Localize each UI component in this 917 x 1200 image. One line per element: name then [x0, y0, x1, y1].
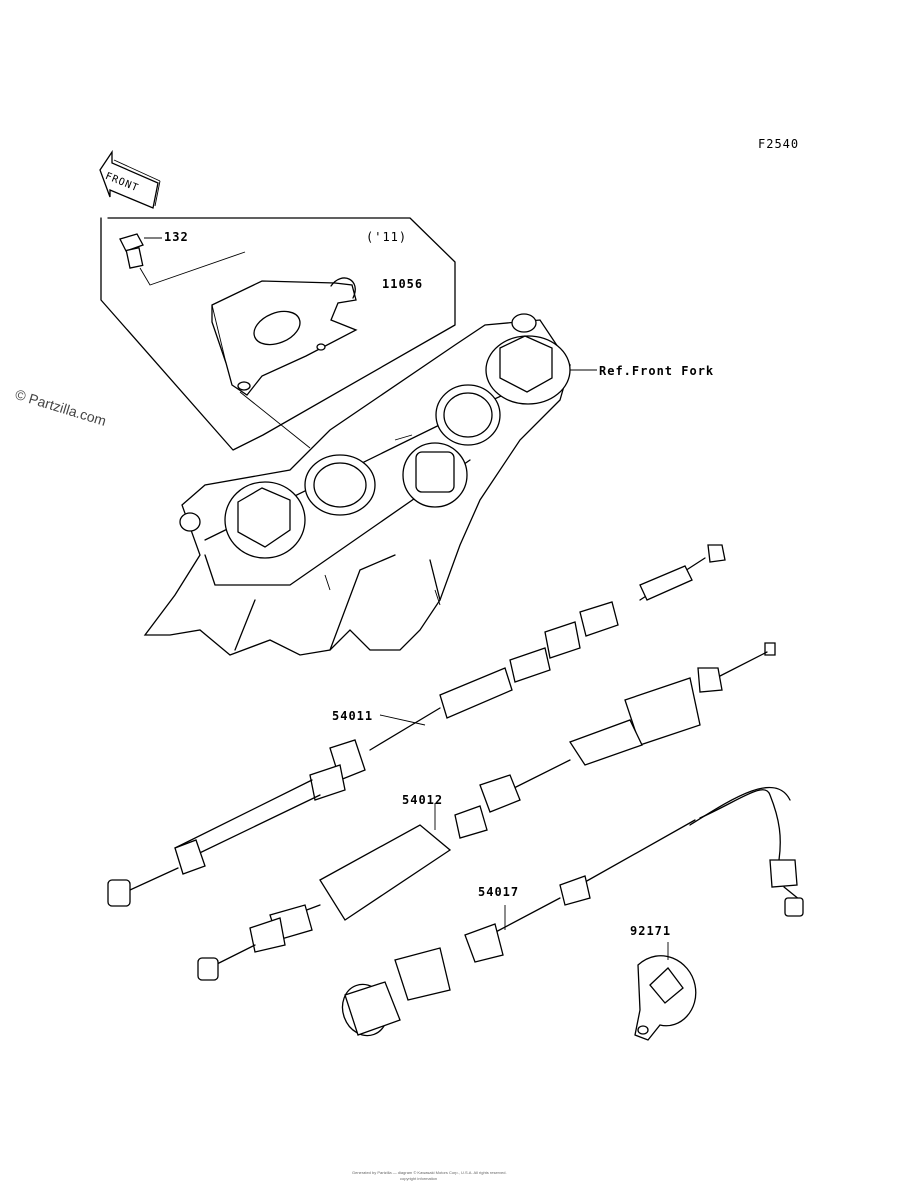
callout-54017: 54017	[478, 885, 520, 899]
front-arrow-icon	[99, 149, 161, 209]
year-note: ('11)	[366, 230, 408, 244]
callout-92171: 92171	[630, 924, 672, 938]
throttle-cable-54012	[197, 642, 776, 981]
choke-cable-54017	[341, 786, 804, 1037]
footer-line-2: copyright information	[400, 1176, 438, 1181]
footer-line-1: Generated by Partzilla — diagram © Kawas…	[352, 1170, 507, 1175]
callout-54012: 54012	[402, 793, 444, 807]
bolt-132	[119, 233, 246, 286]
inset-box	[100, 217, 456, 451]
figure-code: F2540	[758, 137, 800, 151]
callout-54011: 54011	[332, 709, 374, 723]
bracket-11056	[211, 277, 358, 396]
clamp-92171	[634, 942, 697, 1041]
callout-ref-front-fork: Ref.Front Fork	[599, 364, 715, 378]
callout-132: 132	[164, 230, 189, 244]
clutch-cable-54011	[107, 544, 726, 907]
upper-triple-clamp	[143, 313, 597, 656]
callout-11056: 11056	[382, 277, 424, 291]
